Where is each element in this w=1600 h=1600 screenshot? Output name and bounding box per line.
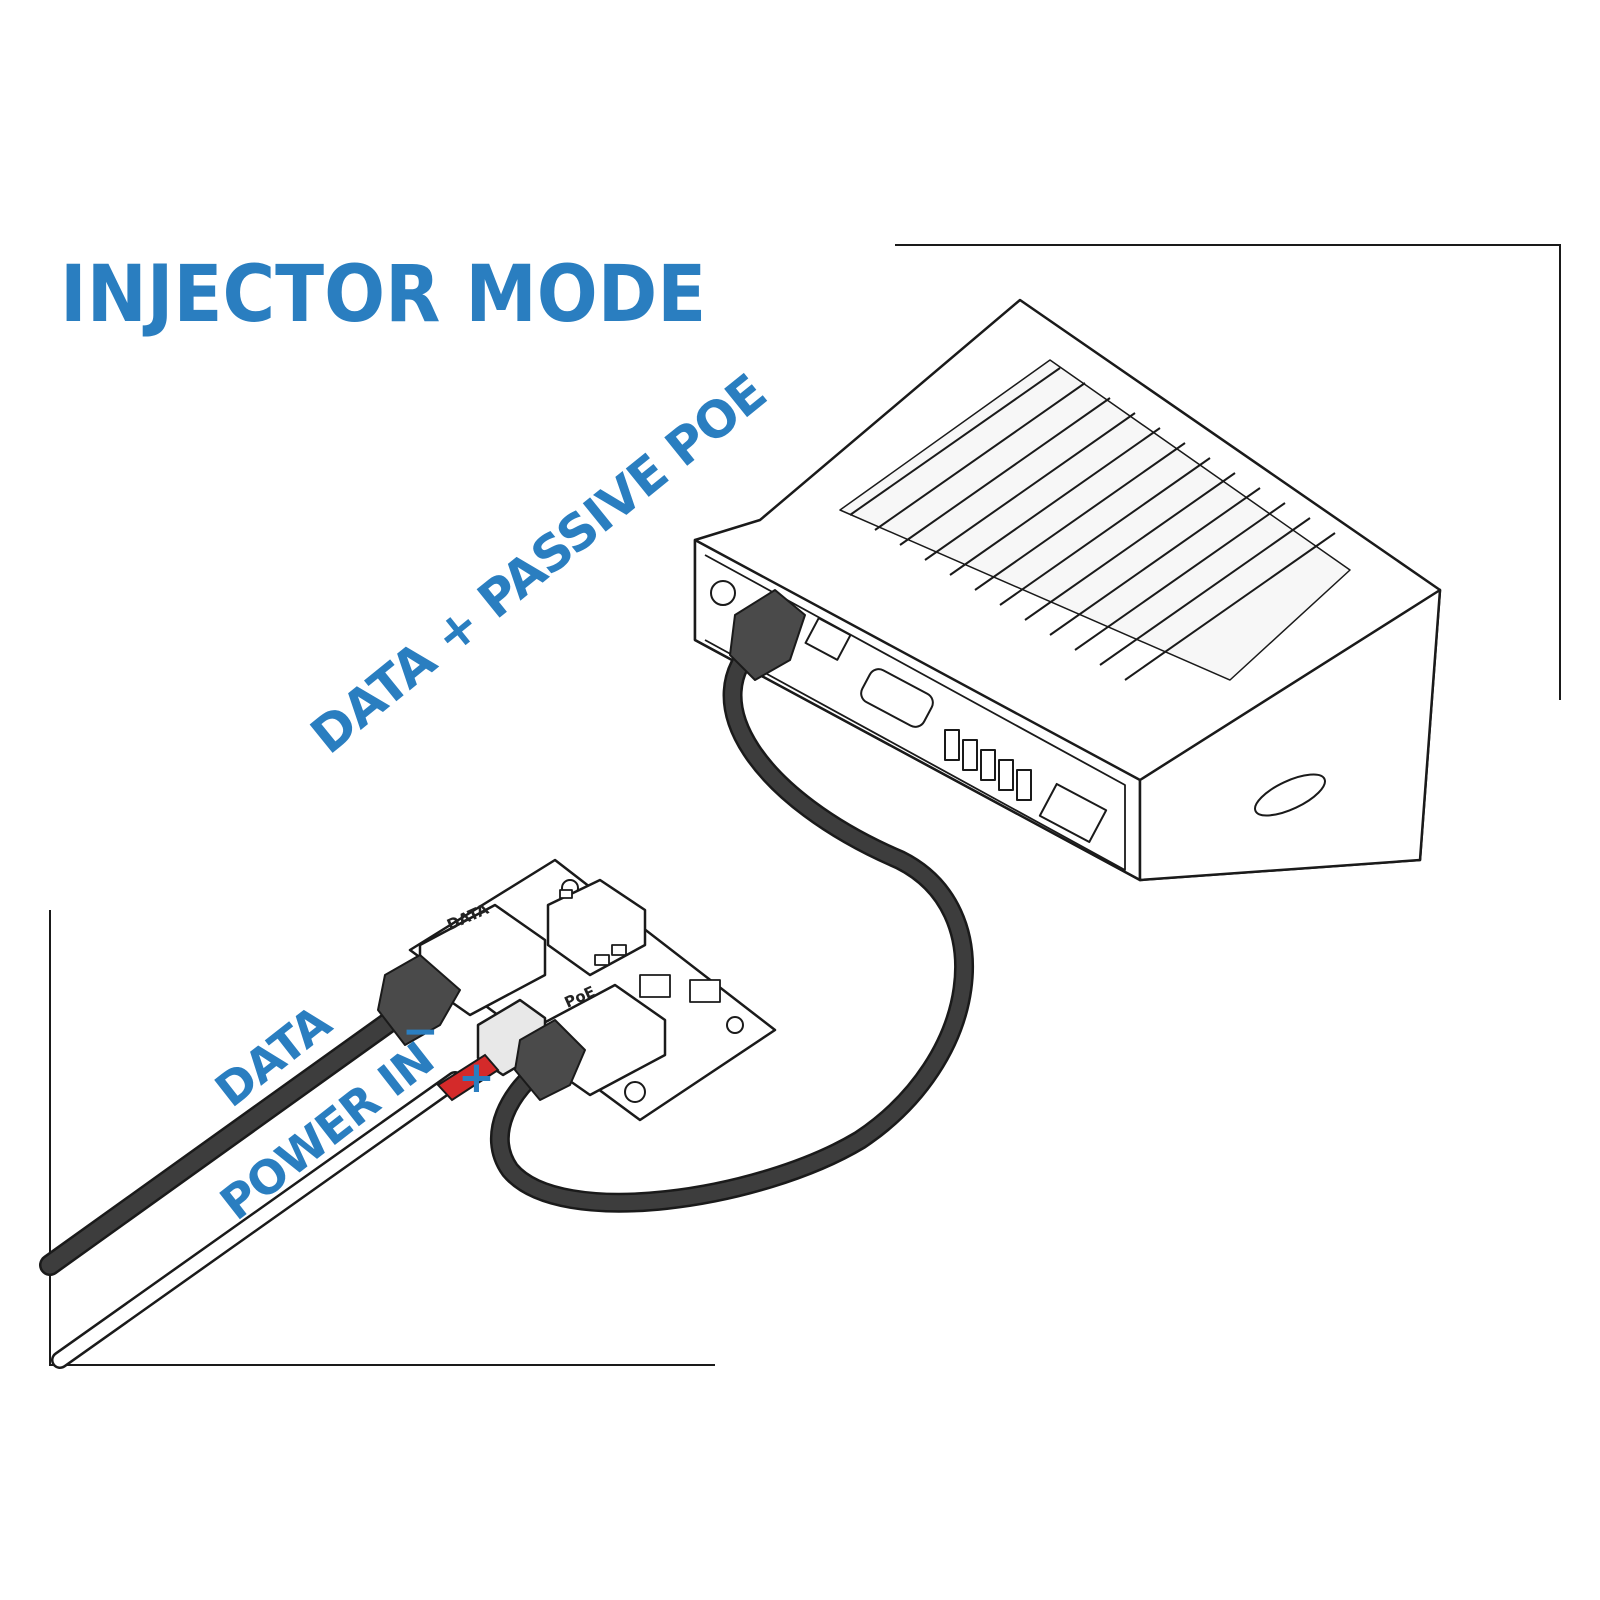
- rj45-plug-router: [729, 589, 806, 681]
- io-terminal-block: [944, 729, 1032, 801]
- cables: [39, 630, 975, 1369]
- router-device: [693, 298, 1442, 882]
- power-connector: [1038, 782, 1108, 844]
- ethernet-port-2: [804, 617, 852, 661]
- minus-polarity-label: −: [402, 1006, 439, 1057]
- plus-polarity-label: +: [458, 1052, 495, 1103]
- heatsink-fins: [849, 367, 1336, 681]
- antenna-connector: [710, 580, 736, 606]
- rj45-plugs: [377, 589, 806, 1101]
- diagram-title: INJECTOR MODE: [60, 250, 707, 340]
- power-ferrule: [436, 1053, 500, 1102]
- frame-lines: [49, 244, 1561, 1366]
- rj45-plug-board-poe: [514, 1019, 586, 1101]
- mount-slot: [1254, 773, 1326, 817]
- board-components: [559, 889, 721, 1003]
- rj45-plug-board-data: [377, 954, 461, 1046]
- serial-port: [860, 668, 934, 728]
